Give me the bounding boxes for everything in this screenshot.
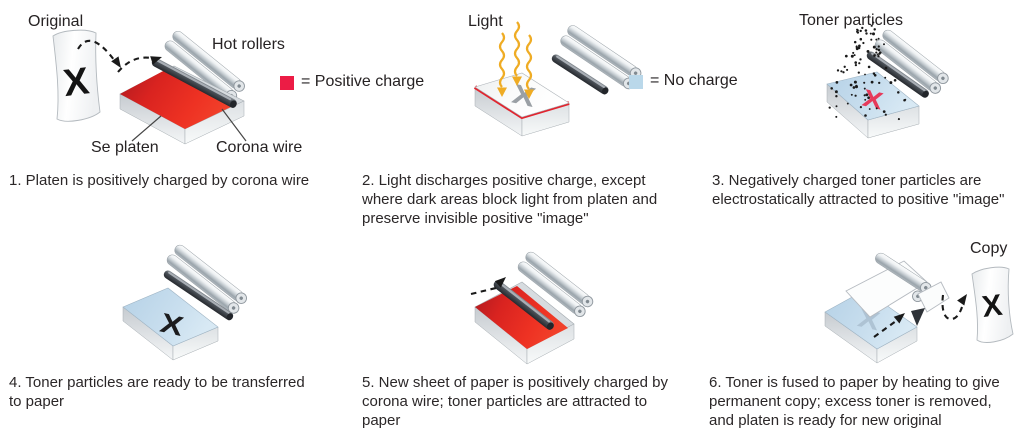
feed-arrow-1 [873, 320, 897, 338]
hot-rollers-icon [166, 244, 247, 314]
caption-line: 6. Toner is fused to paper by heating to… [709, 374, 1000, 391]
corona-wire-icon [866, 51, 929, 98]
corona-wire-icon [163, 270, 234, 321]
caption-line: 1. Platen is positively charged by coron… [9, 172, 310, 189]
step4-graphic: X [122, 244, 247, 361]
step1-graphic: X [52, 29, 247, 145]
caption-line: 3. Negatively charged toner particles ar… [712, 172, 982, 189]
svg-text:X: X [61, 60, 92, 105]
hot-rollers-icon [517, 251, 594, 318]
light-rays-icon [497, 21, 534, 99]
se-platen-icon [474, 281, 575, 365]
copy-label: Copy [970, 240, 1008, 257]
step-caption-2: 2. Light discharges positive charge, exc… [362, 171, 657, 228]
toner-particles-label: Toner particles [799, 12, 904, 29]
hot-rollers-label: Hot rollers [212, 36, 285, 53]
caption-line: 4. Toner particles are ready to be trans… [9, 374, 305, 391]
positive-charge-swatch [280, 76, 294, 90]
step3-graphic: X [826, 21, 949, 139]
feed-arrow-2 [941, 294, 966, 321]
light-label: Light [468, 13, 503, 30]
negative-charge-label: = No charge [650, 72, 738, 89]
step-caption-6: 6. Toner is fused to paper by heating to… [709, 373, 1000, 430]
caption-line: to paper [9, 393, 65, 410]
step-caption-5: 5. New sheet of paper is positively char… [362, 373, 668, 430]
caption-line: 2. Light discharges positive charge, exc… [362, 172, 646, 189]
original-paper-icon: X [52, 29, 101, 122]
feed-arrow-icon [470, 277, 506, 296]
negative-charge-swatch [629, 75, 643, 89]
fusing-paper-front [917, 281, 950, 313]
corona-wire-label: Corona wire [216, 139, 303, 156]
feed-arrowhead-1 [893, 313, 905, 324]
original-label: Original [28, 13, 84, 30]
step6-graphic: X X [824, 252, 1014, 364]
svg-text:X: X [980, 289, 1004, 324]
corona-wire-icon [151, 58, 237, 108]
caption-line: electrostatically attracted to positive … [712, 191, 1005, 208]
caption-line: paper [362, 412, 401, 429]
se-platen-label: Se platen [91, 139, 159, 156]
step2-graphic: X [473, 21, 642, 137]
feed-arrowhead-2 [957, 294, 967, 306]
caption-line: where dark areas block light from platen… [362, 191, 658, 208]
step5-graphic [470, 251, 594, 365]
copy-paper-icon: X [971, 266, 1014, 343]
fuser-rollers-icon [875, 252, 932, 303]
se-platen-icon: X [473, 72, 570, 137]
hot-rollers-icon [874, 29, 949, 94]
se-platen-icon: X [824, 289, 918, 364]
feed-arrows-icon [77, 39, 157, 73]
toner-dots [828, 21, 907, 121]
stripper-claw-icon [911, 308, 925, 326]
step-caption-3: 3. Negatively charged toner particles ar… [712, 171, 1004, 209]
se-platen-icon: X [122, 287, 219, 361]
se-platen-icon [119, 65, 245, 145]
caption-line: and platen is ready for new original [709, 412, 942, 429]
caption-line: permanent copy; excess toner is removed, [709, 393, 992, 410]
step-caption-4: 4. Toner particles are ready to be trans… [9, 373, 305, 411]
corona-wire-icon [493, 280, 554, 330]
corona-wire-icon [551, 54, 609, 95]
step-caption-1: 1. Platen is positively charged by coron… [9, 171, 309, 190]
se-platen-leader [131, 115, 162, 142]
feed-arrowheads [111, 56, 162, 68]
caption-line: preserve invisible positive "image" [362, 210, 589, 227]
caption-line: 5. New sheet of paper is positively char… [362, 374, 668, 391]
positive-charge-label: = Positive charge [301, 73, 425, 90]
corona-wire-leader [221, 108, 247, 142]
caption-line: corona wire; toner particles are attract… [362, 393, 648, 410]
